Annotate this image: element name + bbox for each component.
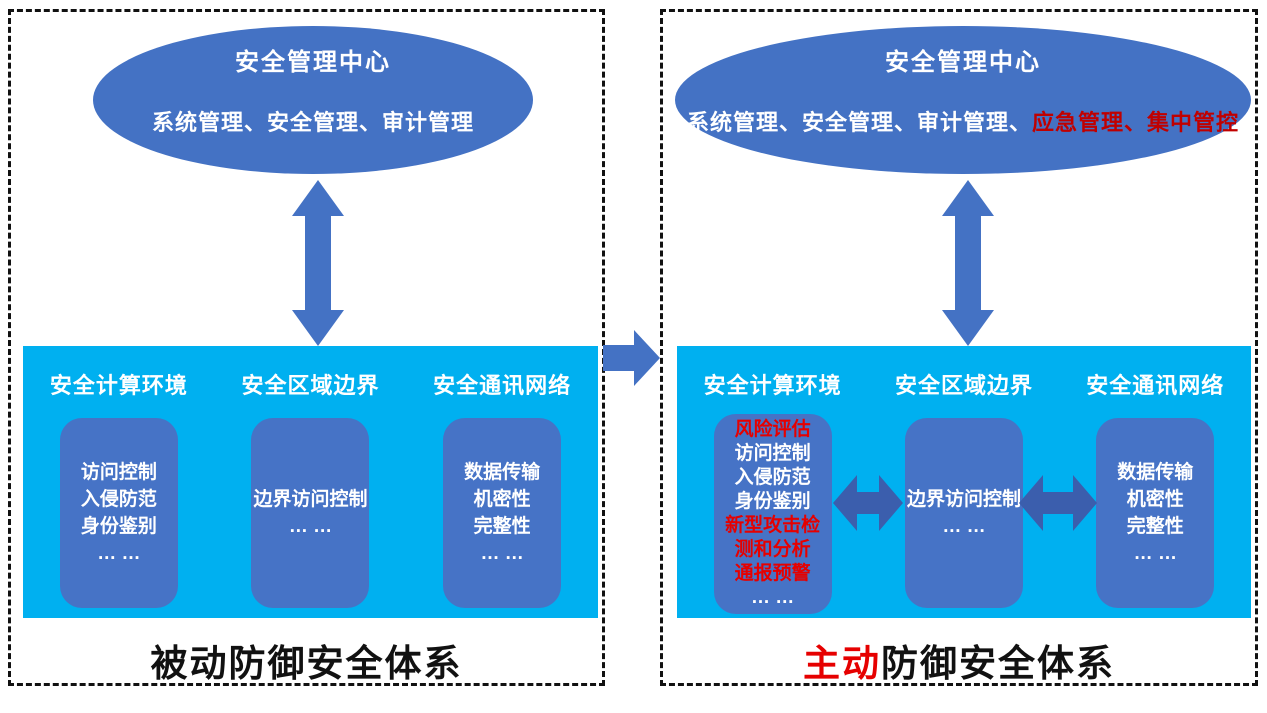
capability-line: … … bbox=[480, 543, 524, 564]
active-defense-panel: 安全管理中心 系统管理、安全管理、审计管理、应急管理、集中管控 安全计算环境 风… bbox=[660, 9, 1258, 686]
left-right-arrow-icon bbox=[1019, 475, 1097, 531]
capability-box: 边界访问控制 … … bbox=[251, 418, 370, 608]
arrow-shaft bbox=[955, 212, 981, 314]
arrowhead-right bbox=[1073, 475, 1097, 531]
capability-line: 通报预警 bbox=[734, 563, 811, 584]
ellipse-title: 安全管理中心 bbox=[885, 49, 1041, 76]
capability-line: 风险评估 bbox=[734, 419, 811, 440]
column-computing-environment: 安全计算环境 访问控制入侵防范身份鉴别 … … bbox=[24, 346, 214, 608]
capability-box: 风险评估访问控制入侵防范身份鉴别新型攻击检测和分析通报预警 … … bbox=[713, 414, 832, 614]
capability-line: 数据传输 bbox=[1117, 462, 1194, 483]
capability-box: 数据传输机密性完整性 … … bbox=[1096, 418, 1215, 608]
up-down-arrow-icon bbox=[292, 180, 344, 346]
capability-box: 边界访问控制 … … bbox=[904, 418, 1023, 608]
management-center-ellipse: 安全管理中心 系统管理、安全管理、审计管理 bbox=[93, 26, 533, 174]
arrowhead-up bbox=[942, 180, 994, 216]
text-part: 应急管理、集中管控 bbox=[1032, 110, 1240, 135]
arrowhead-left bbox=[1019, 475, 1043, 531]
arrowhead-up bbox=[292, 180, 344, 216]
capability-line: 访问控制 bbox=[80, 462, 157, 483]
capability-line: 数据传输 bbox=[464, 462, 541, 483]
column-communication-network: 安全通讯网络 数据传输机密性完整性 … … bbox=[1061, 346, 1250, 608]
up-down-arrow-icon bbox=[942, 180, 994, 346]
column-area-boundary: 安全区域边界 边界访问控制 … … bbox=[869, 346, 1058, 608]
management-center-ellipse: 安全管理中心 系统管理、安全管理、审计管理、应急管理、集中管控 bbox=[675, 26, 1251, 174]
capability-line: 入侵防范 bbox=[80, 489, 157, 510]
arrow-shaft bbox=[305, 212, 331, 314]
capability-line: … … bbox=[751, 587, 795, 608]
ellipse-subtitle: 系统管理、安全管理、审计管理 bbox=[152, 105, 474, 137]
arrowhead-right bbox=[634, 330, 660, 386]
capability-line: 测和分析 bbox=[734, 539, 811, 560]
column-computing-environment: 安全计算环境 风险评估访问控制入侵防范身份鉴别新型攻击检测和分析通报预警 … … bbox=[678, 346, 867, 614]
capability-box: 数据传输机密性完整性 … … bbox=[443, 418, 562, 608]
column-label: 安全计算环境 bbox=[49, 373, 188, 398]
arrow-shaft bbox=[855, 492, 881, 514]
capability-line: 边界访问控制 bbox=[253, 489, 368, 510]
right-arrow-icon bbox=[603, 330, 660, 386]
capability-line: 机密性 bbox=[1126, 489, 1184, 510]
column-label: 安全通讯网络 bbox=[1086, 373, 1225, 398]
passive-defense-panel: 安全管理中心 系统管理、安全管理、审计管理 安全计算环境 访问控制入侵防范身份鉴… bbox=[8, 9, 605, 686]
text-part: 防御安全体系 bbox=[881, 643, 1115, 684]
capability-line: 完整性 bbox=[1126, 516, 1184, 537]
capability-line: … … bbox=[942, 516, 986, 537]
capability-line: 访问控制 bbox=[734, 443, 811, 464]
text-part: 主动 bbox=[803, 643, 881, 684]
ellipse-title: 安全管理中心 bbox=[235, 49, 391, 76]
column-label: 安全通讯网络 bbox=[433, 373, 572, 398]
panel-caption: 被动防御安全体系 bbox=[11, 641, 602, 687]
left-right-arrow-icon bbox=[833, 475, 903, 531]
arrowhead-left bbox=[833, 475, 857, 531]
capability-line: 边界访问控制 bbox=[906, 489, 1021, 510]
capability-line: … … bbox=[1133, 543, 1177, 564]
ellipse-subtitle: 系统管理、安全管理、审计管理、应急管理、集中管控 bbox=[687, 105, 1239, 137]
capability-line: 入侵防范 bbox=[734, 467, 811, 488]
arrowhead-down bbox=[942, 310, 994, 346]
arrow-shaft bbox=[603, 345, 634, 371]
panel-caption: 主动防御安全体系 bbox=[663, 641, 1255, 687]
column-label: 安全区域边界 bbox=[894, 373, 1033, 398]
protection-platform-box: 安全计算环境 访问控制入侵防范身份鉴别… … 安全区域边界 边界访问控制… … … bbox=[23, 346, 598, 618]
text-part: 系统管理、安全管理、审计管理、 bbox=[686, 110, 1032, 135]
text-part: 被动防御安全体系 bbox=[150, 643, 463, 684]
capability-line: 身份鉴别 bbox=[734, 491, 811, 512]
capability-line: … … bbox=[97, 543, 141, 564]
arrowhead-right bbox=[879, 475, 903, 531]
column-label: 安全区域边界 bbox=[241, 373, 380, 398]
column-area-boundary: 安全区域边界 边界访问控制 … … bbox=[216, 346, 406, 608]
column-label: 安全计算环境 bbox=[703, 373, 842, 398]
protection-platform-box: 安全计算环境 风险评估访问控制入侵防范身份鉴别新型攻击检测和分析通报预警… … … bbox=[677, 346, 1251, 618]
arrow-shaft bbox=[1041, 492, 1075, 514]
capability-line: 机密性 bbox=[473, 489, 531, 510]
capability-line: 完整性 bbox=[473, 516, 531, 537]
arrowhead-down bbox=[292, 310, 344, 346]
column-communication-network: 安全通讯网络 数据传输机密性完整性 … … bbox=[407, 346, 597, 608]
capability-box: 访问控制入侵防范身份鉴别 … … bbox=[59, 418, 178, 608]
capability-line: 身份鉴别 bbox=[80, 516, 157, 537]
capability-line: … … bbox=[288, 516, 333, 537]
text-part: 系统管理、安全管理、审计管理 bbox=[151, 110, 474, 135]
capability-line: 新型攻击检 bbox=[725, 515, 821, 536]
